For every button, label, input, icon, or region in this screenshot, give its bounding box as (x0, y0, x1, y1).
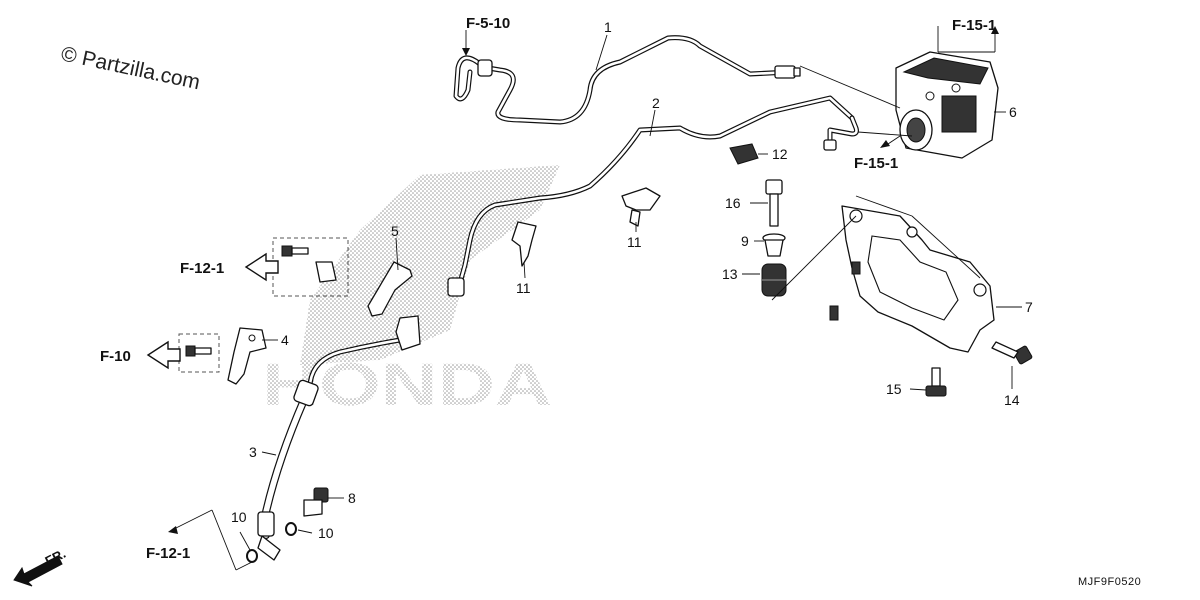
ref-f-12-1-left[interactable]: F-12-1 (180, 260, 224, 277)
bolt-set-upper-left[interactable] (272, 237, 349, 297)
callout-14[interactable]: 14 (1004, 392, 1020, 408)
callout-11-right[interactable]: 11 (627, 234, 642, 250)
grommet-13[interactable] (761, 263, 787, 297)
callout-8[interactable]: 8 (348, 490, 356, 506)
arrowhead-f5 (462, 48, 470, 56)
callout-10-left[interactable]: 10 (231, 509, 247, 525)
callout-12[interactable]: 12 (772, 146, 788, 162)
ref-f-15-1-top[interactable]: F-15-1 (952, 17, 996, 34)
arrowhead-f15-mid (880, 140, 890, 148)
callout-5[interactable]: 5 (391, 223, 399, 239)
washer-10-right[interactable] (285, 522, 297, 536)
brake-pipe-1[interactable] (453, 35, 801, 125)
diagram-code: MJF9F0520 (1078, 576, 1141, 588)
f-10-arrow-icon (146, 340, 181, 370)
callout-4[interactable]: 4 (281, 332, 289, 348)
bracket-4[interactable] (227, 327, 267, 385)
abs-bracket-7[interactable] (829, 205, 995, 353)
front-arrow-icon (13, 555, 63, 587)
callout-2[interactable]: 2 (652, 95, 660, 111)
pipe-clip-11-right[interactable] (621, 187, 661, 227)
pipe-clamp-5[interactable] (367, 261, 421, 351)
leader-lines (171, 26, 1022, 571)
brake-hose-3[interactable] (257, 337, 403, 561)
honda-watermark: HONDA (262, 165, 560, 418)
callout-3[interactable]: 3 (249, 444, 257, 460)
ref-f-15-1-mid[interactable]: F-15-1 (854, 155, 898, 172)
bolt-8[interactable] (303, 487, 329, 517)
arrowhead-f12-bottom (168, 526, 178, 534)
callout-15[interactable]: 15 (886, 381, 902, 397)
bolt-16[interactable] (765, 179, 783, 227)
ref-f-10[interactable]: F-10 (100, 348, 131, 365)
front-direction-arrow: FR. (13, 546, 68, 587)
callout-6[interactable]: 6 (1009, 104, 1017, 120)
callout-11-left[interactable]: 11 (516, 280, 531, 296)
ref-f-12-1-bottom[interactable]: F-12-1 (146, 545, 190, 562)
callout-1[interactable]: 1 (604, 19, 612, 35)
ref-f-5-10[interactable]: F-5-10 (466, 15, 510, 32)
bolt-14[interactable] (991, 341, 1033, 365)
pipe-clip-12[interactable] (729, 143, 759, 165)
copyright-text: © Partzilla.com (59, 42, 202, 94)
callout-7[interactable]: 7 (1025, 299, 1033, 315)
arrowhead-f15-top (991, 26, 999, 34)
abs-modulator-6[interactable] (895, 51, 999, 159)
bolt-set-left[interactable] (178, 333, 220, 373)
pipe-clip-11-left[interactable] (511, 221, 537, 267)
brake-pipe-2[interactable] (447, 95, 859, 297)
callout-10-right[interactable]: 10 (318, 525, 334, 541)
bolt-15[interactable] (925, 367, 947, 397)
f-12-1-arrow-icon (244, 252, 279, 282)
collar-9[interactable] (762, 233, 786, 257)
callout-9[interactable]: 9 (741, 233, 749, 249)
callout-16[interactable]: 16 (725, 195, 741, 211)
callout-13[interactable]: 13 (722, 266, 738, 282)
